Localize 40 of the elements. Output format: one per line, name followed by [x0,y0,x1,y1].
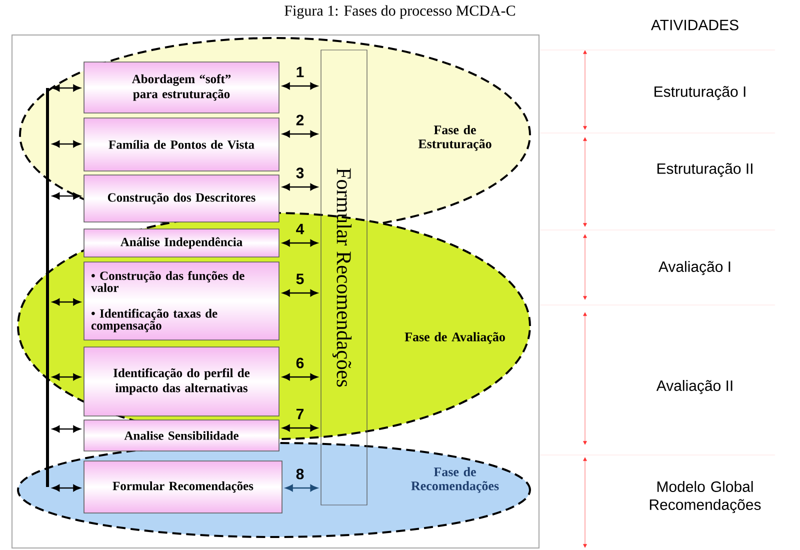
activity-label: Modelo Global Recomendações [650,480,761,514]
activity-label: Avaliação I [658,260,730,276]
process-box: • Construção das funções de valor • Identificação taxas de compensação [84,262,280,340]
double-arrow [52,140,81,148]
process-box: Análise Independência [84,228,280,258]
double-arrow [282,424,318,432]
figure-title: Figura 1: Fases do processo MCDA-C [284,5,515,19]
double-arrow [52,84,81,92]
process-box: Família de Pontos de Vista [84,118,280,172]
step-number: 7 [296,408,304,420]
step-number: 8 [296,468,304,480]
double-arrow [282,130,318,138]
step-number: 5 [296,274,304,284]
double-arrow [285,484,318,492]
bus-line [46,88,49,487]
double-arrow [52,374,81,380]
double-arrow [52,484,81,492]
column-heading: ATIVIDADES [651,20,738,30]
process-box: Construção dos Descritores [84,174,280,222]
activity-label: Avaliação II [656,380,732,394]
process-box: Analise Sensibilidade [84,420,280,452]
step-number: 6 [296,358,304,368]
process-box: Formular Recomendações [84,460,282,514]
activity-label: Estruturação II [657,163,752,177]
step-number: 1 [296,66,304,78]
double-arrow [282,82,318,90]
double-arrow [282,374,318,380]
double-arrow [52,426,81,432]
step-number: 3 [296,168,304,178]
double-arrow [282,184,318,190]
vertical-bar: Formular Recomendações [320,50,368,506]
double-arrow [282,290,318,296]
step-number: 4 [296,224,304,234]
double-arrow [52,298,81,306]
process-box: Identificação do perfil de impacto das alternativas [84,346,280,416]
process-box: Abordagem “soft” para estruturação [84,62,280,114]
activity-label: Estruturação I [654,86,746,100]
step-number: 2 [296,114,304,126]
double-arrow [282,240,318,246]
double-arrow [52,192,81,200]
